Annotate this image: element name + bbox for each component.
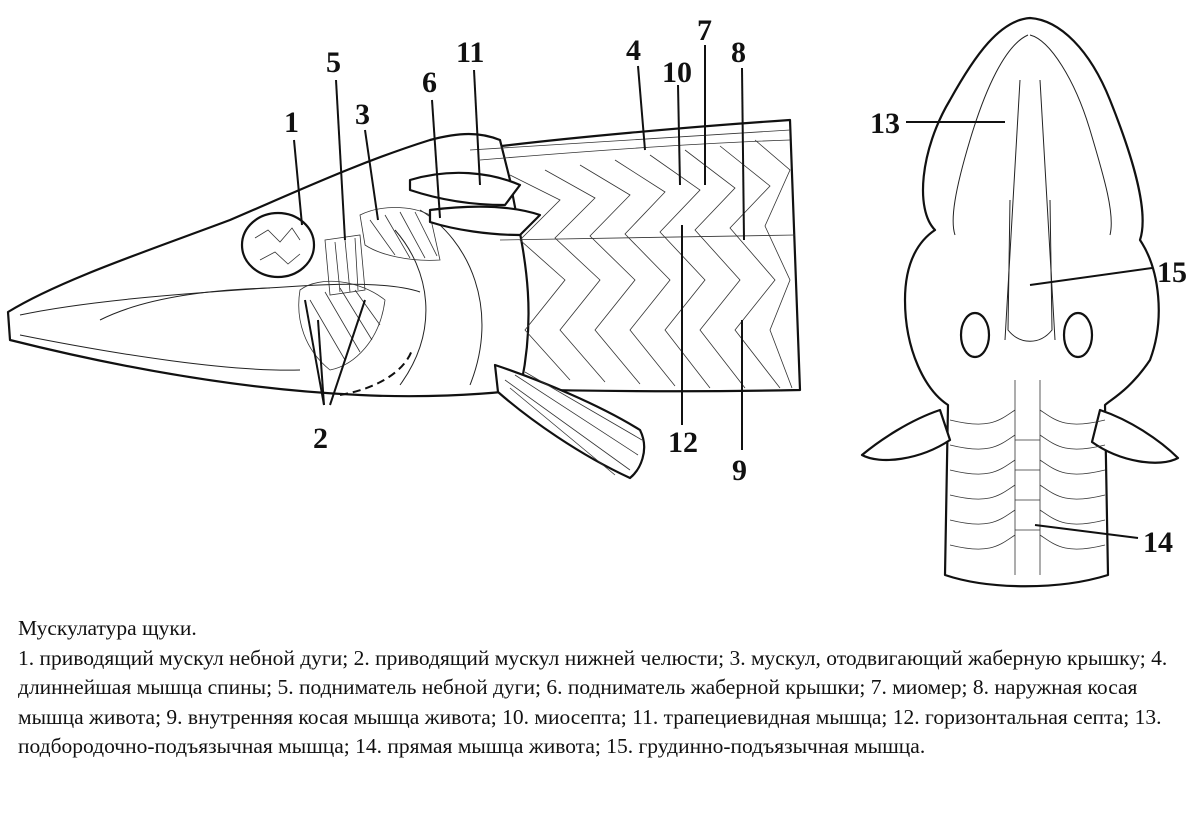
- number-labels: 1 5 3 6 11 4 10 7 8 12 9 2 13 15 14: [284, 14, 1187, 559]
- ventral-view: [860, 16, 1180, 588]
- label-7: 7: [697, 14, 712, 47]
- label-1: 1: [284, 106, 299, 139]
- label-10: 10: [662, 56, 692, 89]
- caption-legend: 1. приводящий мускул небной дуги; 2. при…: [18, 645, 1168, 759]
- pike-musculature-figure: 1 5 3 6 11 4 10 7 8 12 9 2 13 15 14: [6, 14, 1187, 588]
- label-3: 3: [355, 98, 370, 131]
- label-4: 4: [626, 34, 641, 67]
- label-13: 13: [870, 107, 900, 140]
- label-6: 6: [422, 66, 437, 99]
- figure-caption: Мускулатура щуки. 1. приводящий мускул н…: [18, 614, 1188, 762]
- caption-title: Мускулатура щуки.: [18, 616, 197, 640]
- label-14: 14: [1143, 526, 1173, 559]
- label-8: 8: [731, 36, 746, 69]
- label-11: 11: [456, 36, 484, 69]
- label-2: 2: [313, 422, 328, 455]
- label-12: 12: [668, 426, 698, 459]
- label-5: 5: [326, 46, 341, 79]
- label-9: 9: [732, 454, 747, 487]
- leader-lines: [293, 45, 1153, 539]
- label-15: 15: [1157, 256, 1187, 289]
